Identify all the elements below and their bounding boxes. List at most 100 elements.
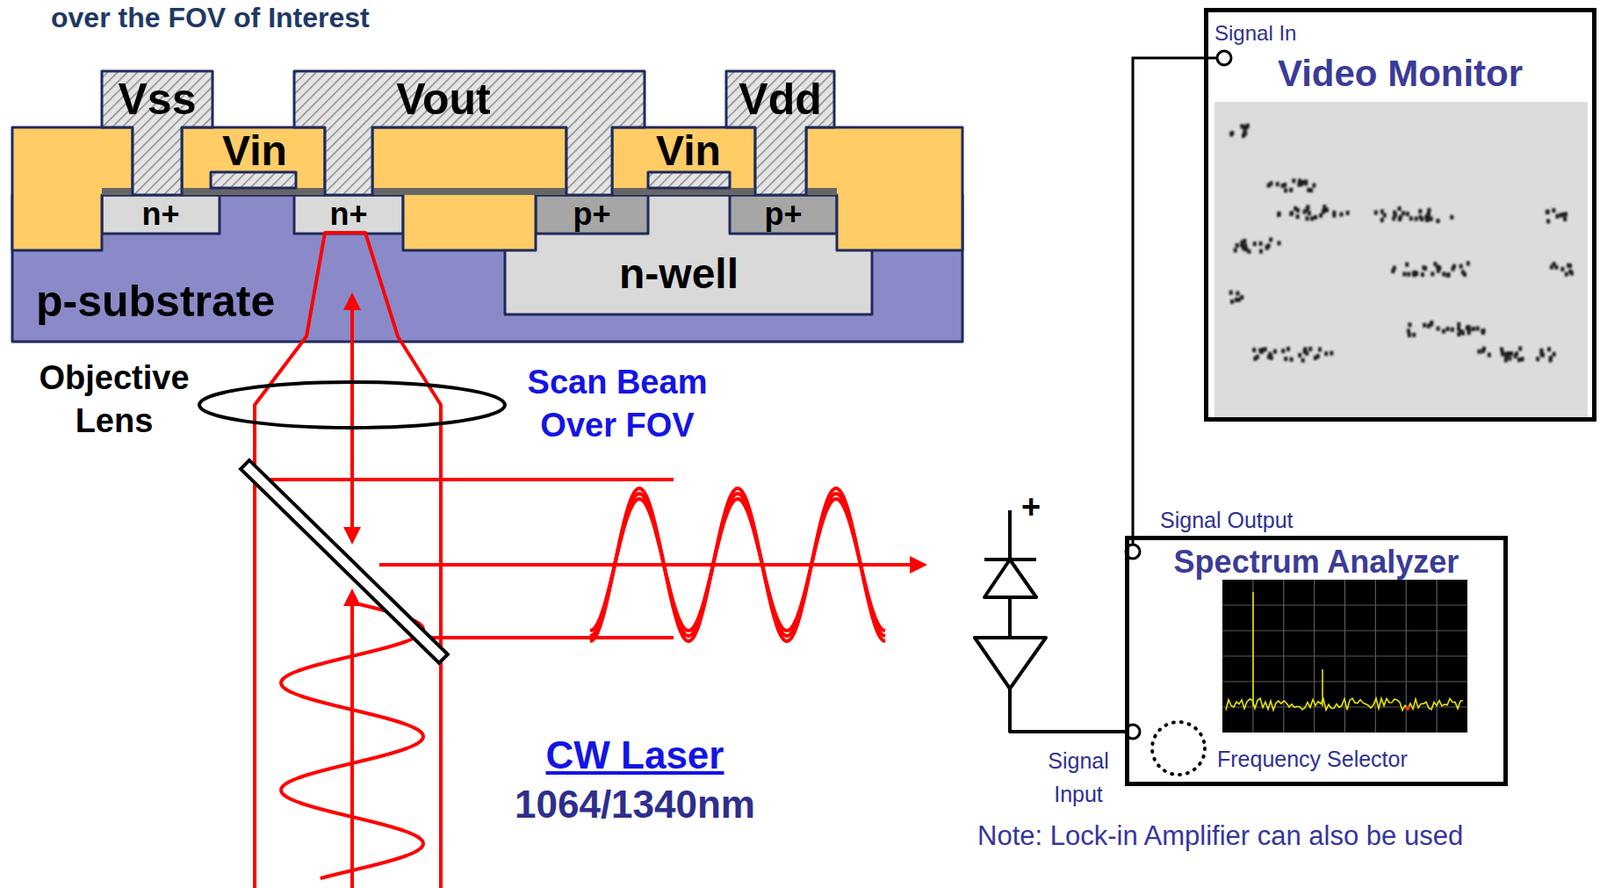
laser-beam (254, 232, 441, 888)
monitor-image (1289, 211, 1293, 217)
monitor-image (1406, 328, 1411, 333)
monitor-image (1561, 212, 1565, 217)
monitor-image (1467, 330, 1471, 335)
analyzer-screen (1222, 579, 1468, 733)
laser-beam (254, 232, 924, 888)
monitor-image (1300, 180, 1305, 185)
monitor-image (1340, 212, 1344, 217)
monitor-image (1240, 239, 1245, 245)
monitor-image (1466, 324, 1471, 330)
region-label: p+ (763, 198, 802, 231)
monitor-image (1267, 183, 1271, 188)
monitor-image (1273, 349, 1277, 354)
monitor-image (1318, 213, 1323, 218)
monitor-image (1239, 243, 1244, 248)
monitor-image (1466, 260, 1471, 266)
cmos-cross-section (294, 194, 404, 234)
analyzer-screen (1222, 629, 1468, 631)
monitor-image (1402, 272, 1406, 277)
monitor-image (1447, 272, 1451, 277)
monitor-image (1481, 328, 1485, 333)
monitor-image (1267, 243, 1271, 248)
monitor-image (1481, 348, 1485, 354)
diffusion-region: p+ (729, 194, 837, 234)
monitor-image (1308, 346, 1312, 352)
monitor-image (1481, 330, 1485, 335)
monitor-image (1505, 352, 1509, 357)
monitor-image (1267, 354, 1271, 360)
monitor-image (1259, 249, 1263, 254)
monitor-image (1456, 331, 1461, 337)
diffusion-region: n+ (294, 194, 404, 234)
monitor-image (1265, 245, 1269, 251)
monitor-image (1450, 327, 1455, 332)
monitor-image (1235, 291, 1240, 296)
analyzer-screen (1344, 579, 1346, 733)
monitor-image (1263, 346, 1268, 352)
slide-title: over the FOV of Interest (50, 3, 370, 32)
monitor-image (1407, 322, 1412, 327)
cmos-cross-section (806, 127, 963, 251)
monitor-image (1412, 272, 1417, 277)
cmos-cross-section (726, 71, 835, 195)
monitor-image (1551, 208, 1556, 213)
monitor-image (1282, 182, 1287, 188)
monitor-image (1509, 351, 1514, 356)
analyzer-screen (1222, 680, 1468, 682)
region-label: n+ (141, 198, 180, 231)
reflected-wave (590, 498, 886, 631)
monitor-image (1412, 332, 1416, 338)
monitor-image (1286, 346, 1291, 352)
photodiode-amplifier (984, 559, 1037, 598)
monitor-image (1409, 216, 1413, 221)
monitor-image (1252, 347, 1256, 353)
monitor-image (1437, 266, 1442, 271)
analyzer-screen (1222, 706, 1468, 707)
monitor-image (1297, 179, 1302, 184)
monitor-image (1568, 269, 1572, 274)
monitor-image (1321, 209, 1326, 215)
monitor-image (1420, 272, 1425, 277)
laser-wave (281, 602, 424, 879)
monitor-image (1547, 346, 1551, 352)
metal-contact: Vdd (726, 71, 835, 128)
monitor-image (1291, 178, 1296, 183)
monitor-image (1480, 328, 1485, 333)
monitor-image (1446, 273, 1450, 278)
monitor-image (1296, 208, 1300, 213)
monitor-image (1549, 357, 1553, 362)
monitor-image (1325, 208, 1329, 213)
gate-label-area: Vin (647, 129, 730, 173)
monitor-image (1309, 187, 1313, 193)
monitor-image (1242, 124, 1247, 130)
monitor-image (1307, 210, 1312, 216)
monitor-image (1520, 356, 1525, 361)
signal-wire (1132, 57, 1204, 536)
monitor-image (1268, 180, 1273, 186)
monitor-image (1441, 272, 1446, 277)
monitor-image (1568, 263, 1572, 268)
monitor-image (1243, 243, 1247, 248)
monitor-image (1268, 352, 1272, 357)
monitor-image (1293, 206, 1298, 211)
monitor-image (1540, 352, 1544, 357)
photodiode-amplifier (974, 637, 1046, 689)
beam-splitter (240, 460, 448, 664)
monitor-image (1427, 211, 1431, 217)
monitor-image (1414, 216, 1419, 222)
monitor-image (1427, 216, 1431, 222)
monitor-image (1405, 262, 1409, 267)
monitor-image (1392, 266, 1397, 271)
monitor-image (1546, 209, 1550, 215)
knob-label: Frequency Selector (1217, 748, 1408, 771)
objective-lens (199, 381, 505, 428)
monitor-image (1275, 181, 1280, 187)
monitor-image (1419, 215, 1423, 220)
monitor-image (1459, 264, 1464, 269)
monitor-image (1283, 187, 1288, 193)
monitor-image (1392, 210, 1397, 216)
monitor-image (1290, 210, 1294, 216)
monitor-image (1261, 347, 1265, 353)
monitor-image (1563, 211, 1568, 217)
reflected-wave (590, 493, 886, 636)
